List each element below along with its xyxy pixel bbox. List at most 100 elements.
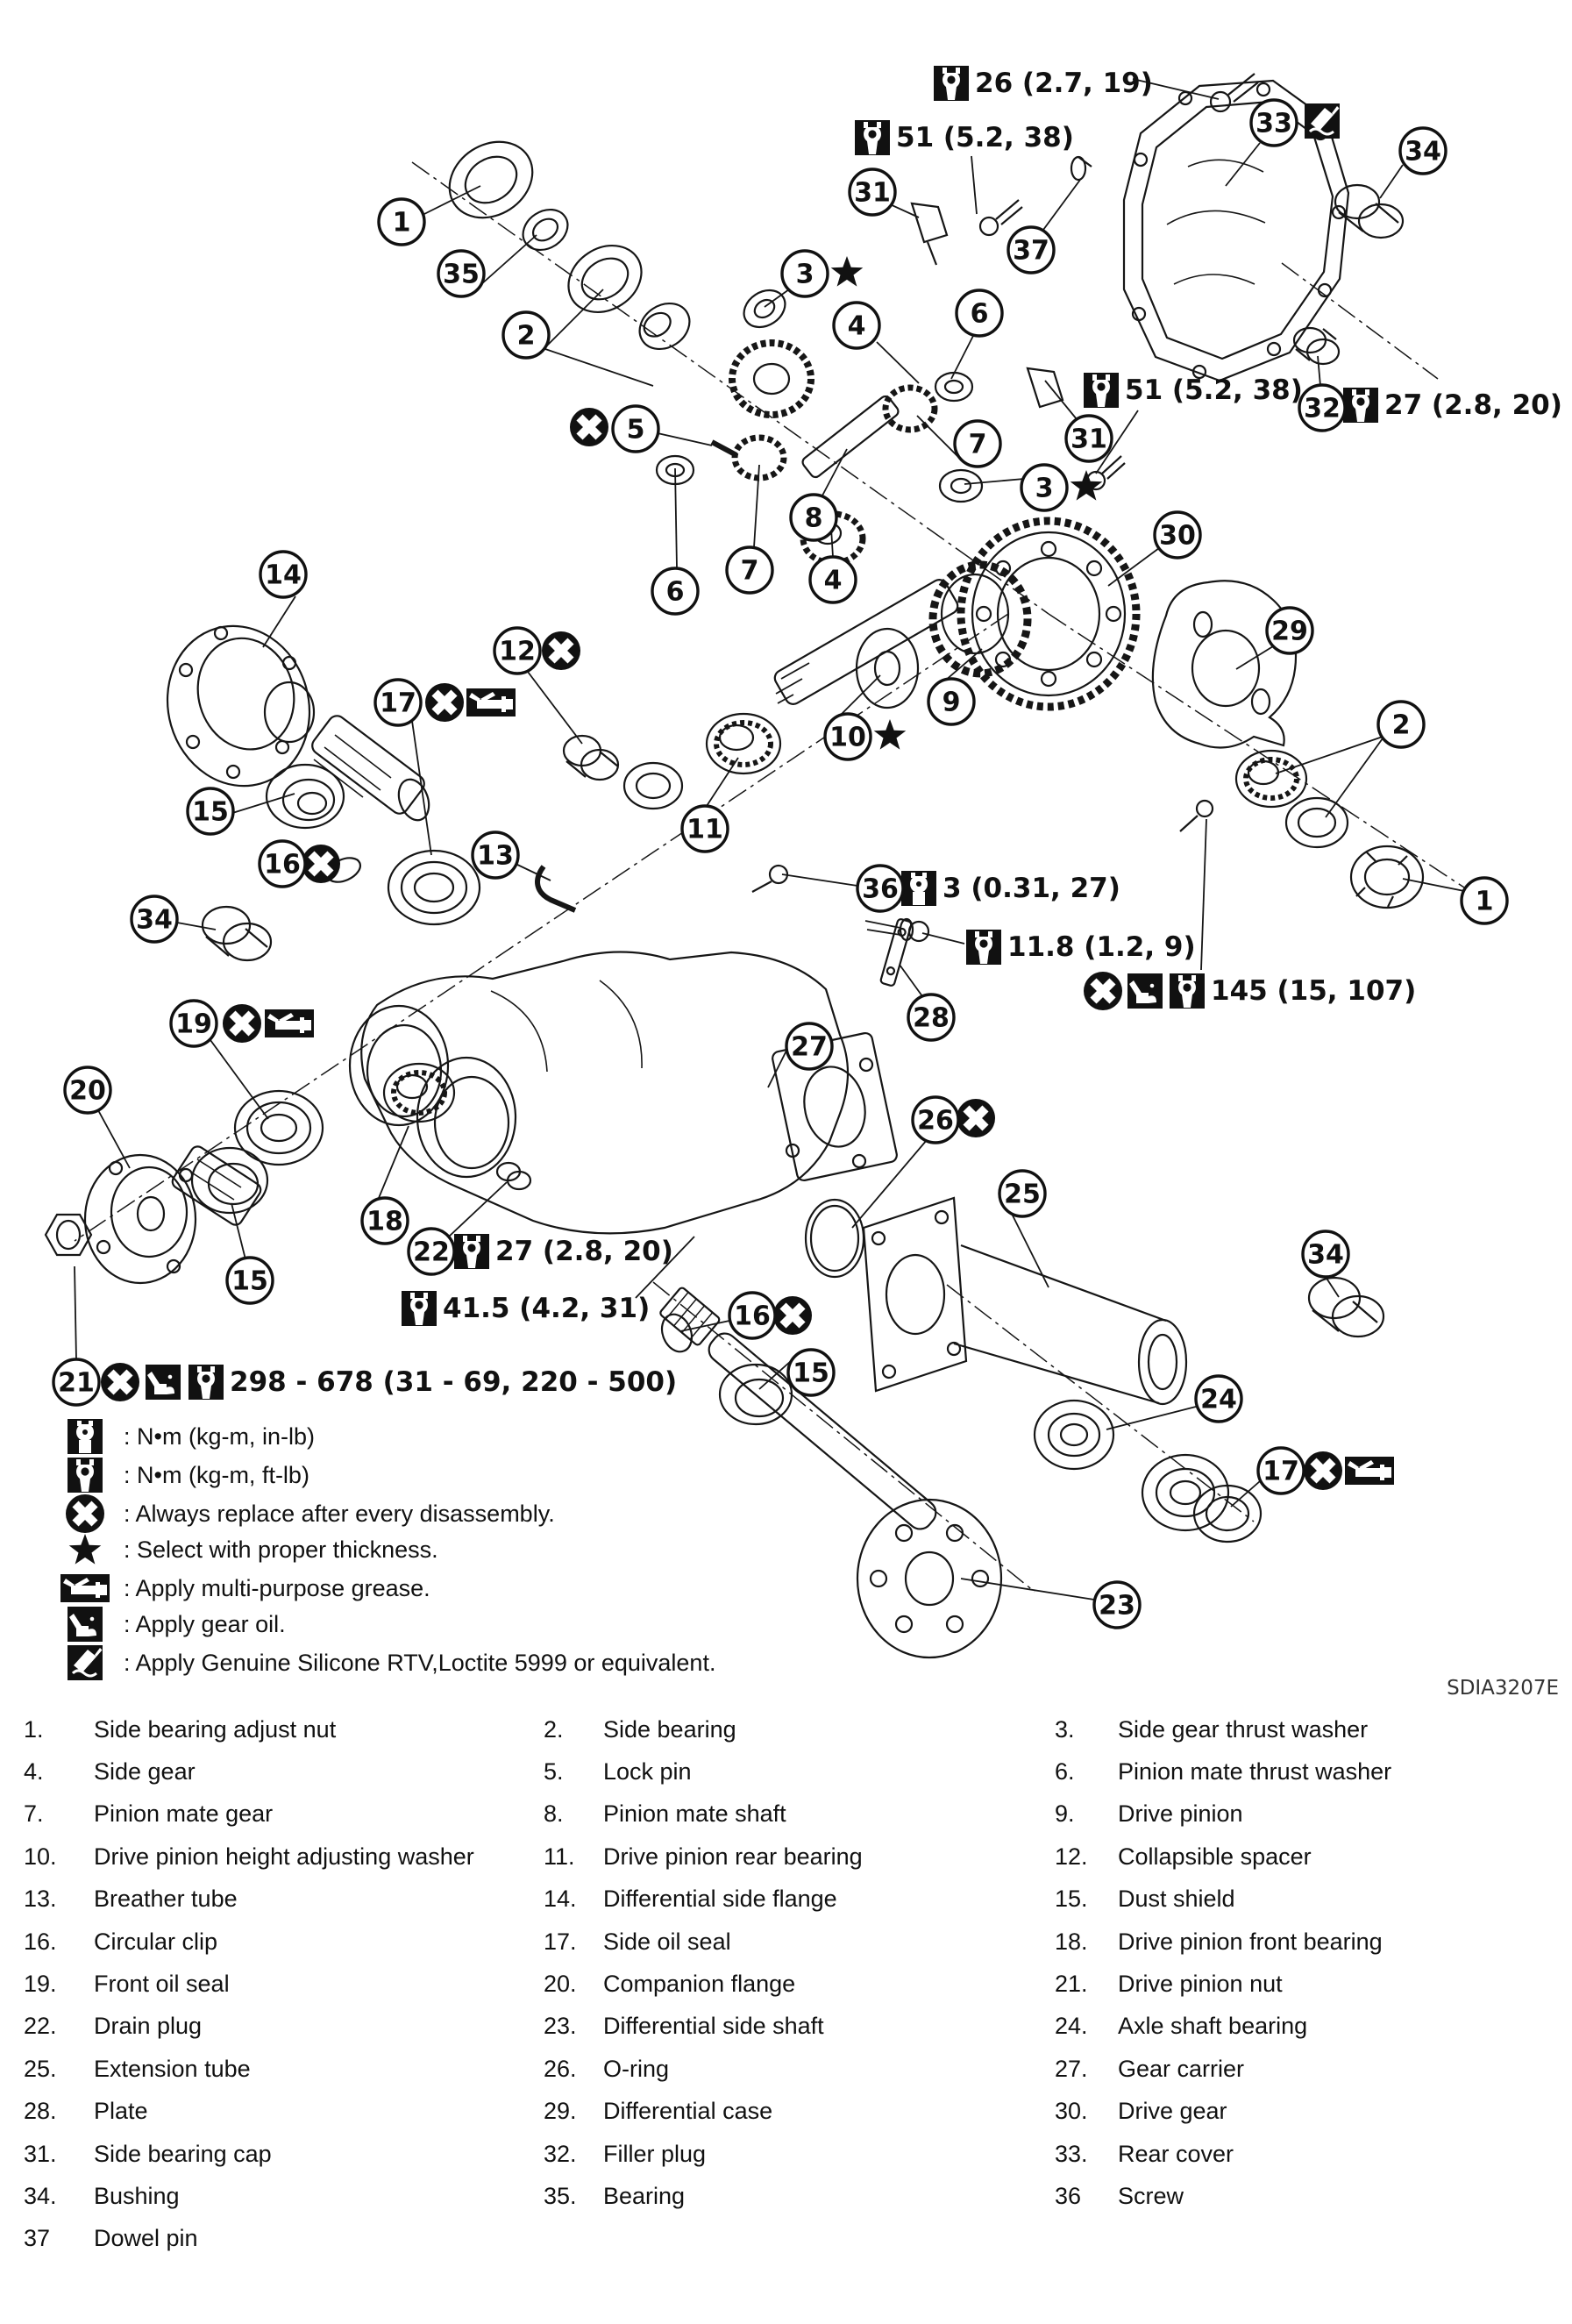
svg-text:34: 34 (1405, 137, 1441, 168)
svg-text:4: 4 (824, 566, 843, 596)
leader-line (822, 448, 848, 496)
callout-34: 34 (1398, 126, 1448, 175)
part-number: 22. (24, 2013, 57, 2040)
svg-text:30: 30 (1159, 521, 1196, 552)
rtv-icon (1305, 103, 1340, 139)
legend-text: : N•m (kg-m, ft-lb) (124, 1462, 309, 1488)
rtv-icon (68, 1645, 103, 1680)
part-label: Side gear (94, 1758, 196, 1786)
leader-line (887, 203, 920, 218)
figure-code: SDIA3207E (1447, 1677, 1559, 1700)
parts-list-item: 11.Drive pinion rear bearing (544, 1836, 1039, 1878)
svg-text:12: 12 (499, 637, 536, 667)
parts-list-item: 35. Bearing (544, 2175, 1039, 2217)
callout-22: 22 (407, 1227, 456, 1276)
parts-list-item: 2.Side bearing (544, 1708, 1039, 1750)
part-number: 23. (544, 2013, 577, 2040)
part-number: 25. (24, 2055, 57, 2082)
callout-37: 37 (1007, 225, 1056, 274)
ftlb-icon (402, 1291, 437, 1326)
callout-12: 12 (493, 626, 542, 675)
callout-2: 2 (501, 310, 551, 360)
part-number: 28. (24, 2098, 57, 2125)
svg-text:2: 2 (517, 321, 536, 352)
parts-list-item: 5.Lock pin (544, 1750, 1039, 1793)
callout-6: 6 (955, 289, 1004, 338)
svg-text:15: 15 (192, 797, 229, 828)
x-icon (101, 1363, 139, 1401)
leader-line (1379, 164, 1404, 199)
inlb-icon (901, 871, 936, 906)
x-icon (542, 631, 580, 670)
part-label: O-ring (603, 2055, 670, 2082)
svg-text:29: 29 (1271, 617, 1308, 647)
svg-text:17: 17 (380, 688, 416, 719)
parts-list-item: 18.Drive pinion front bearing (1055, 1921, 1568, 1963)
parts-list-item: 25.Extension tube (24, 2048, 528, 2090)
torque-spec: 51 (5.2, 38) (1125, 374, 1303, 406)
svg-text:2: 2 (1392, 710, 1411, 741)
callout-1: 1 (1460, 876, 1509, 925)
svg-text:21: 21 (58, 1368, 95, 1399)
leader-line (74, 1265, 77, 1360)
part-label: Dowel pin (94, 2225, 198, 2252)
part-number: 7. (24, 1800, 44, 1828)
callout-19: 19 (169, 999, 218, 1048)
part-number: 31. (24, 2140, 57, 2167)
parts-list-item: 17.Side oil seal (544, 1921, 1039, 1963)
leader-line (1132, 78, 1220, 100)
part-label: Drive pinion rear bearing (603, 1843, 863, 1870)
parts-list-item: 13.Breather tube (24, 1878, 528, 1921)
grease-icon (466, 688, 516, 716)
exploded-drawing (44, 73, 1425, 1659)
callout-34: 34 (130, 895, 179, 944)
part-label: Drive pinion (1118, 1800, 1243, 1828)
x-icon (302, 845, 340, 883)
callout-15: 15 (186, 787, 235, 836)
leader-line (1235, 645, 1274, 670)
part-label: Pinion mate gear (94, 1800, 274, 1828)
part-label: Side gear thrust washer (1118, 1715, 1369, 1743)
part-number: 35. (544, 2182, 577, 2209)
part-number: 5. (544, 1758, 564, 1786)
ftlb-icon (966, 930, 1001, 965)
leader-line (422, 185, 481, 216)
leader-line (411, 720, 432, 856)
part-number: 33. (1055, 2140, 1088, 2167)
svg-text:27: 27 (791, 1032, 828, 1063)
part-label: Bushing (94, 2182, 180, 2209)
parts-list-item: 22. Drain plug (24, 2006, 528, 2048)
x-icon (570, 408, 608, 446)
leader-line (176, 922, 217, 930)
center-line (652, 1281, 1035, 1593)
callout-25: 25 (998, 1169, 1047, 1218)
leader-line (758, 1360, 792, 1390)
part-number: 20. (544, 1971, 577, 1998)
legend-text: : Select with proper thickness. (124, 1536, 438, 1563)
leader-line (262, 595, 296, 648)
part-label: Differential side shaft (603, 2013, 824, 2040)
part-label: Bearing (603, 2182, 686, 2209)
ftlb-icon (68, 1458, 103, 1493)
part-number: 4. (24, 1758, 44, 1786)
callout-31: 31 (848, 168, 897, 217)
svg-text:1: 1 (1476, 887, 1494, 917)
ftlb-icon (454, 1234, 489, 1269)
part-number: 14. (544, 1886, 577, 1913)
oil-icon (1127, 973, 1163, 1009)
part-number: 26. (544, 2055, 577, 2082)
callout-36: 36 (856, 864, 905, 913)
parts-list-item: 32.Filler plug (544, 2133, 1039, 2175)
part-label: Drain plug (94, 2013, 203, 2040)
leader-line (921, 932, 965, 945)
leader-line (1225, 142, 1261, 187)
leader-line (97, 1109, 131, 1169)
part-label: Axle shaft bearing (1118, 2013, 1308, 2040)
callout-3: 3 (780, 249, 829, 298)
svg-text:8: 8 (805, 503, 823, 534)
svg-text:34: 34 (136, 905, 173, 936)
parts-list-item: 27.Gear carrier (1055, 2048, 1568, 2090)
part-label: Side bearing cap (94, 2140, 272, 2167)
callout-2: 2 (1376, 700, 1426, 749)
